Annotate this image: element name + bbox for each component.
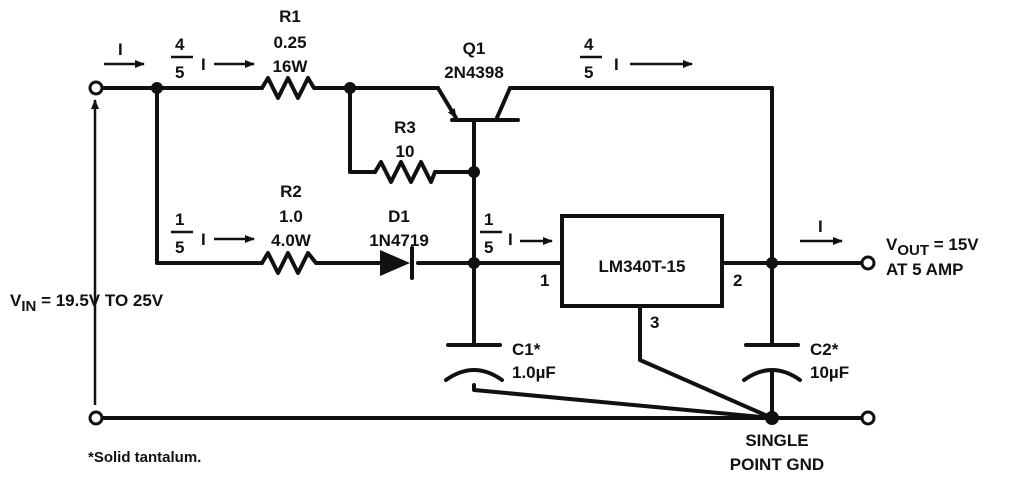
vout-ground-terminal	[860, 410, 876, 426]
fraction-num-reg: 1	[484, 210, 493, 229]
c2-ref: C2*	[810, 340, 839, 359]
vout-terminal	[860, 255, 876, 271]
vin-label: VIN = 19.5V TO 25V	[10, 291, 164, 315]
q1-transistor	[436, 86, 520, 122]
r1-value: 0.25	[273, 33, 306, 52]
c2-value: 10µF	[810, 363, 849, 382]
d1-diode	[380, 246, 414, 280]
fraction-num-r2: 1	[175, 210, 184, 229]
c1-value: 1.0µF	[512, 363, 556, 382]
fraction-den-q1: 5	[584, 63, 593, 82]
regulator-box	[560, 214, 724, 308]
r1-resistor	[260, 76, 320, 100]
current-i-output: I	[818, 217, 823, 236]
r3-ref: R3	[394, 118, 416, 137]
regulator-part: LM340T-15	[599, 257, 686, 276]
current-i-r2: I	[201, 230, 206, 249]
r2-resistor	[260, 251, 322, 275]
gnd-label-line2: POINT GND	[730, 455, 824, 474]
c2-capacitor	[742, 343, 802, 382]
r1-ref: R1	[279, 7, 301, 26]
current-arrows	[104, 60, 843, 245]
fraction-den-r2: 5	[175, 238, 184, 257]
q1-ref: Q1	[463, 39, 486, 58]
r2-ref: R2	[280, 182, 302, 201]
r2-value: 1.0	[279, 207, 303, 226]
regulator-pin-out: 2	[733, 271, 742, 290]
c1-ref: C1*	[512, 340, 541, 359]
footnote: *Solid tantalum.	[88, 449, 201, 466]
fraction-den-reg: 5	[484, 238, 493, 257]
r1-rating: 16W	[273, 57, 309, 76]
current-i-input: I	[118, 40, 123, 59]
c1-capacitor	[444, 343, 504, 382]
current-i-q1: I	[614, 55, 619, 74]
current-i-r1: I	[201, 55, 206, 74]
vout-current-label: AT 5 AMP	[886, 260, 963, 279]
d1-part: 1N4719	[369, 231, 429, 250]
regulator-pin-gnd: 3	[650, 313, 659, 332]
vin-positive-terminal	[88, 80, 104, 96]
r3-value: 10	[396, 142, 415, 161]
q1-part: 2N4398	[444, 63, 504, 82]
gnd-label-line1: SINGLE	[745, 431, 808, 450]
fraction-num-r1: 4	[175, 35, 185, 54]
current-i-reg: I	[508, 230, 513, 249]
vin-ground-terminal	[88, 410, 104, 426]
d1-ref: D1	[388, 207, 410, 226]
fraction-num-q1: 4	[584, 35, 594, 54]
regulator-pin-in: 1	[540, 271, 549, 290]
fraction-bars	[171, 55, 602, 234]
r2-rating: 4.0W	[271, 231, 312, 250]
r3-resistor	[373, 160, 437, 184]
junction-dots	[151, 82, 779, 425]
wires	[100, 86, 864, 420]
vout-label: VOUT = 15V	[886, 235, 979, 259]
fraction-den-r1: 5	[175, 63, 184, 82]
